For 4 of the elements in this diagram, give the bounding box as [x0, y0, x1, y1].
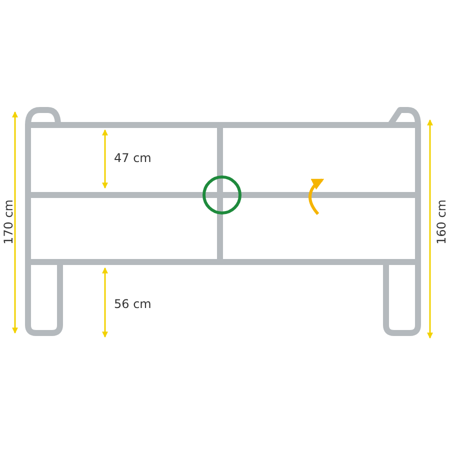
dimension-label: 160 cm [434, 200, 448, 244]
dimension-label: 56 cm [114, 297, 152, 311]
dimension-label: 47 cm [114, 151, 152, 165]
dimension-label: 170 cm [1, 200, 15, 244]
